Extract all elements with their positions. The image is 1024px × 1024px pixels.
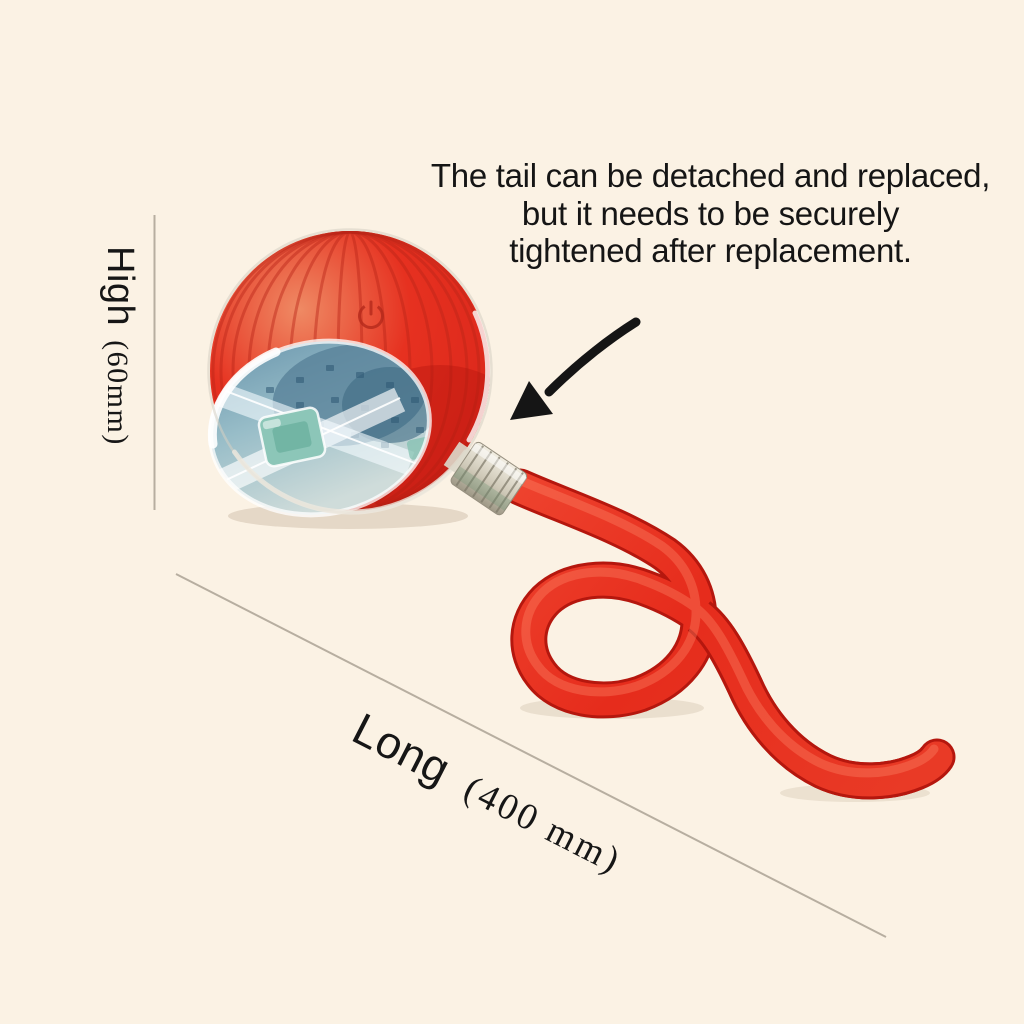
rope-highlight xyxy=(512,474,939,778)
height-label-value: (60mm) xyxy=(101,340,134,446)
shell-glint xyxy=(466,310,491,443)
rope-connector xyxy=(443,441,528,516)
annotation-line-1: The tail can be detached and replaced, xyxy=(430,157,991,194)
annotation-line-2: but it needs to be securely xyxy=(521,194,900,232)
dimension-lines xyxy=(153,215,887,938)
ball-shell xyxy=(207,228,493,515)
height-label-word: High xyxy=(99,246,141,327)
clear-window xyxy=(196,338,438,518)
motor-hub xyxy=(257,406,327,468)
height-label: High (60mm) xyxy=(98,246,141,446)
rope-cross-body xyxy=(683,600,953,797)
annotation-line-3: tightened after replacement. xyxy=(509,232,912,269)
arrow-annotation xyxy=(510,317,641,420)
window-glint xyxy=(207,347,281,449)
power-icon xyxy=(358,300,384,329)
ball xyxy=(196,228,493,518)
rope-tail xyxy=(501,468,956,800)
arrow-shaft xyxy=(544,317,641,397)
annotation-text: The tail can be detached and replaced, b… xyxy=(388,157,1024,270)
length-dimension-line xyxy=(175,573,887,938)
arrow-head-icon xyxy=(510,381,553,420)
